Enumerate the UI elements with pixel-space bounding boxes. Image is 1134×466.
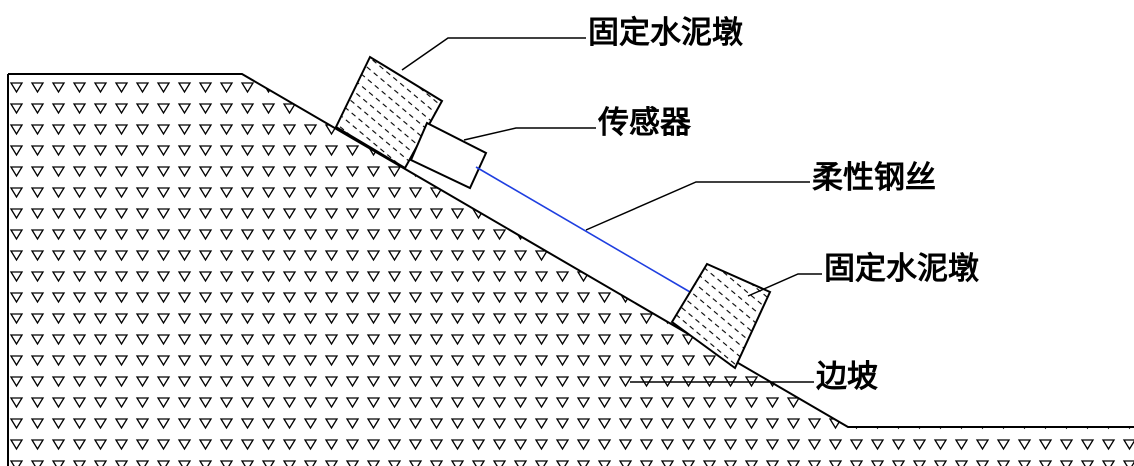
top-concrete-pier [334,55,444,170]
leader-sensor [463,127,596,141]
leader-bottom-pier [747,273,822,297]
top-pier-hatch [336,57,442,168]
leader-lines [401,37,822,383]
flexible-wire [475,166,691,293]
bottom-concrete-pier [670,262,772,370]
soil-fill [8,74,1134,466]
label-sensor: 传感器 [597,105,692,141]
bottom-pier-hatch [672,264,770,368]
label-top-pier: 固定水泥墩 [588,15,744,51]
slope-surface-line [8,73,1134,428]
leader-top-pier [401,37,586,71]
label-slope: 边坡 [816,359,878,395]
sensor-body [409,121,488,190]
slope-soil-body [7,73,1134,466]
sensor-box [409,121,488,190]
labels: 固定水泥墩 传感器 柔性钢丝 固定水泥墩 边坡 [588,15,980,395]
leader-wire [585,181,810,231]
label-wire: 柔性钢丝 [812,160,936,196]
label-bottom-pier: 固定水泥墩 [824,251,980,287]
